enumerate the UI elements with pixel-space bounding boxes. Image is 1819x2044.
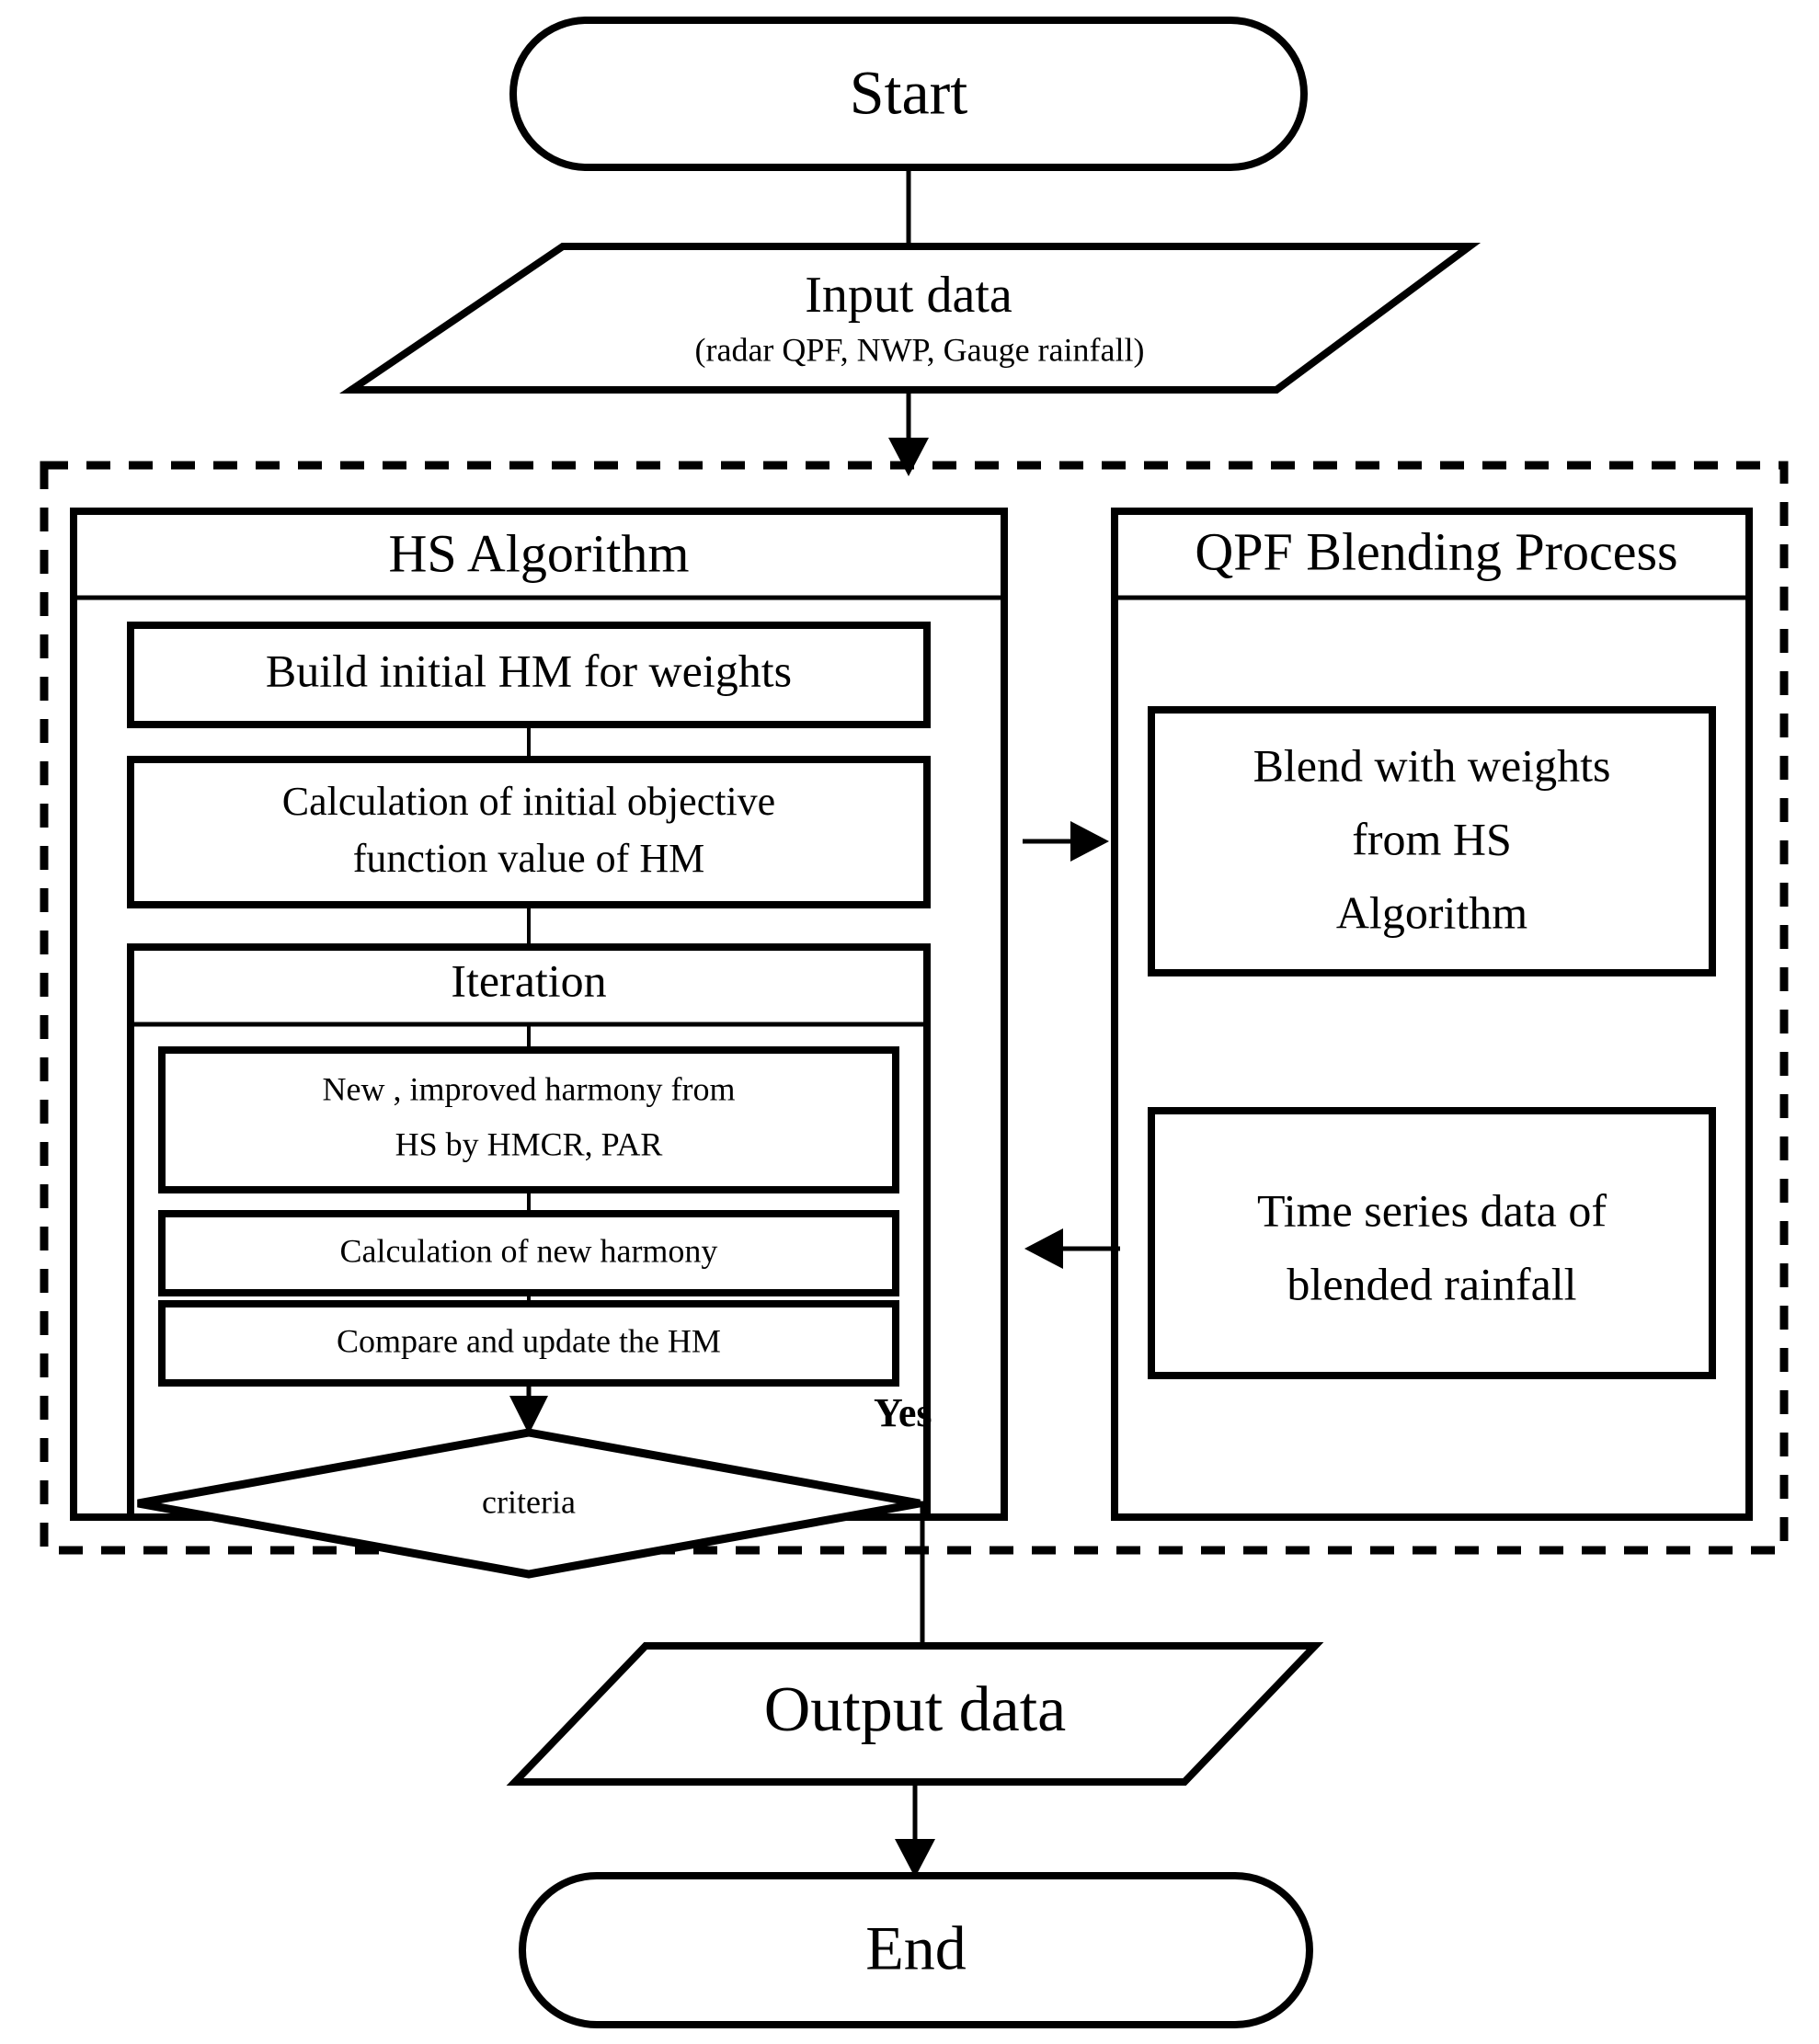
hs-step-initial-objective-line1: Calculation of initial objective	[282, 779, 775, 824]
hs-step-initial-objective-line2: function value of HM	[353, 836, 704, 881]
iteration-step-compare-update-hm-label: Compare and update the HM	[337, 1322, 721, 1359]
iteration-step-new-harmony[interactable]: New , improved harmony from HS by HMCR, …	[158, 1046, 899, 1193]
edge-iter3-to-criteria	[509, 1383, 548, 1434]
qpf-step-time-series-data-line1: Time series data of	[1257, 1184, 1607, 1236]
qpf-step-blend-with-weights-line3: Algorithm	[1336, 886, 1527, 938]
iteration-step-compare-update-hm[interactable]: Compare and update the HM	[158, 1300, 899, 1387]
node-start[interactable]: Start	[509, 17, 1308, 171]
node-start-label: Start	[850, 58, 968, 128]
iteration-step-new-harmony-line2: HS by HMCR, PAR	[395, 1125, 663, 1162]
qpf-step-blend-with-weights-line2: from HS	[1352, 813, 1512, 864]
edge-input-to-process	[888, 390, 929, 476]
qpf-step-time-series-data[interactable]: Time series data of blended rainfall	[1148, 1107, 1716, 1379]
group-qpf-blending-title: QPF Blending Process	[1195, 521, 1677, 581]
qpf-step-time-series-data-line2: blended rainfall	[1287, 1258, 1576, 1309]
node-end[interactable]: End	[519, 1872, 1313, 2028]
edge-criteria-yes: Yes	[874, 1390, 932, 1646]
group-hs-algorithm: HS Algorithm	[70, 508, 1008, 1521]
hs-step-build-initial-hm[interactable]: Build initial HM for weights	[127, 622, 931, 728]
node-input-data[interactable]: Input data (radar QPF, NWP, Gauge rainfa…	[338, 243, 1482, 394]
node-input-data-sublabel: (radar QPF, NWP, Gauge rainfall)	[695, 331, 1145, 368]
qpf-step-blend-with-weights-line1: Blend with weights	[1253, 739, 1611, 791]
node-output-data[interactable]: Output data	[506, 1642, 1324, 1786]
iteration-step-calculation-new-harmony-label: Calculation of new harmony	[340, 1232, 718, 1269]
hs-step-build-initial-hm-label: Build initial HM for weights	[266, 645, 792, 696]
hs-step-initial-objective[interactable]: Calculation of initial objective functio…	[127, 756, 931, 908]
iteration-step-calculation-new-harmony[interactable]: Calculation of new harmony	[158, 1210, 899, 1296]
group-iteration-title: Iteration	[451, 954, 606, 1006]
node-end-label: End	[865, 1913, 967, 1983]
node-criteria-decision-label: criteria	[482, 1483, 576, 1520]
edge-criteria-yes-label: Yes	[874, 1390, 932, 1435]
dashed-process-container	[40, 461, 1789, 1555]
node-input-data-label: Input data	[805, 267, 1012, 324]
node-criteria-decision[interactable]: criteria	[137, 1428, 921, 1579]
group-hs-algorithm-title: HS Algorithm	[388, 523, 689, 583]
edge-qpf-to-hs-arrow	[1024, 1228, 1120, 1269]
edge-output-to-end	[895, 1782, 935, 1878]
iteration-step-new-harmony-line1: New , improved harmony from	[323, 1070, 736, 1107]
node-output-data-label: Output data	[764, 1674, 1067, 1745]
edge-hs-to-qpf-arrow	[1023, 821, 1109, 862]
group-qpf-blending: QPF Blending Process	[1111, 508, 1753, 1521]
qpf-step-blend-with-weights[interactable]: Blend with weights from HS Algorithm	[1148, 706, 1716, 976]
